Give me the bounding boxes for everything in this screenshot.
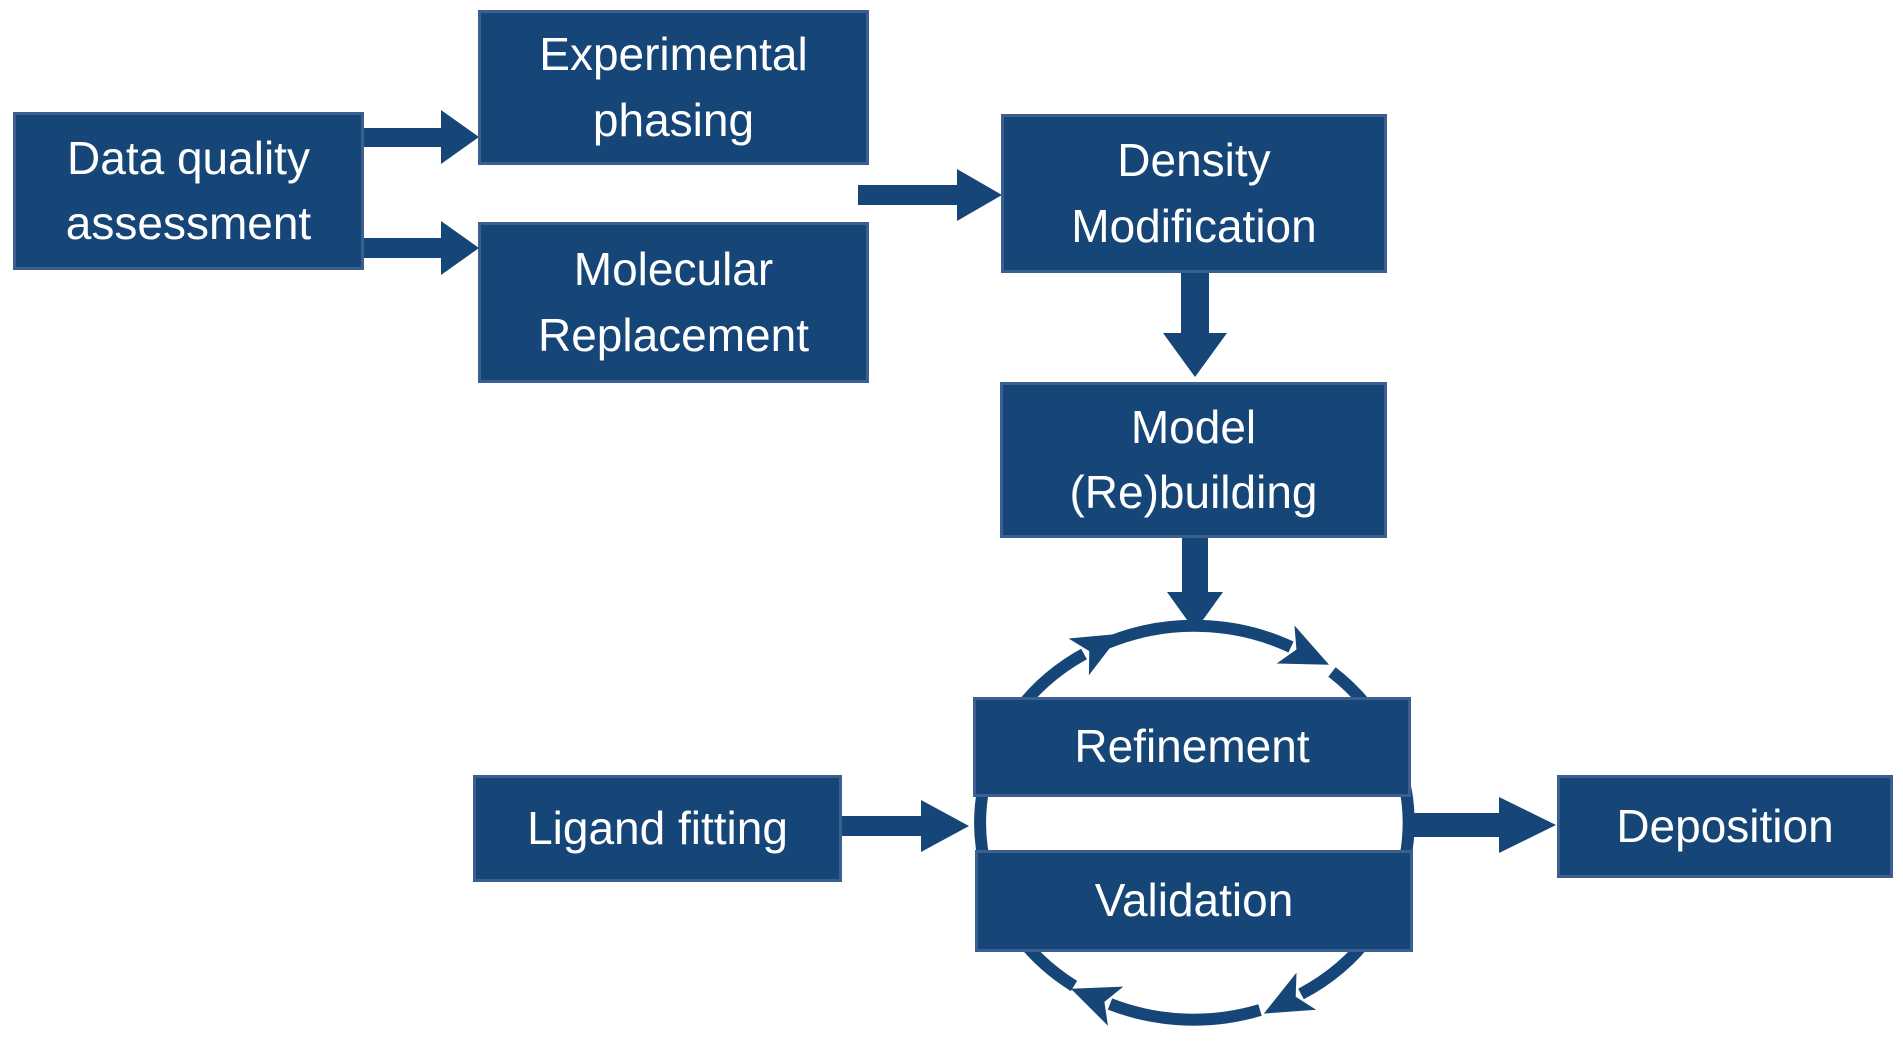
- box-label-line: Modification: [1071, 199, 1317, 252]
- box-label-line: assessment: [65, 197, 312, 249]
- arrow-cycle-to-deposition: [1404, 797, 1556, 853]
- box-ligand-fitting: Ligand fitting: [473, 775, 842, 882]
- box-label-line: Ligand fitting: [527, 801, 788, 854]
- box-data-quality-assessment: Data quality assessment: [13, 112, 364, 270]
- box-label-line: phasing: [592, 93, 755, 146]
- box-label-line: Molecular: [573, 243, 774, 296]
- box-label-line: Refinement: [1074, 720, 1310, 773]
- box-molecular-replacement: Molecular Replacement: [478, 222, 869, 383]
- box-label-line: Experimental: [539, 28, 808, 81]
- cycle-arc-bottom: [1070, 986, 1262, 1026]
- box-label-line: Replacement: [537, 308, 810, 361]
- box-model-rebuilding: Model (Re)building: [1000, 382, 1387, 538]
- box-density-modification: Density Modification: [1001, 114, 1387, 273]
- arrow-model-rebuilding-to-cycle: [1167, 537, 1223, 631]
- cycle-arc-top: [1104, 619, 1330, 665]
- box-label-line: Deposition: [1616, 799, 1834, 852]
- box-experimental-phasing: Experimental phasing: [478, 10, 869, 165]
- box-validation: Validation: [975, 850, 1413, 952]
- box-label-line: Density: [1117, 134, 1271, 187]
- box-deposition: Deposition: [1557, 775, 1893, 878]
- box-label-line: Model: [1130, 400, 1257, 453]
- arrow-phasing-to-density-modification: [858, 169, 1002, 221]
- arrow-dqa-to-experimental-phasing: [364, 110, 479, 164]
- box-label-line: Data quality: [67, 131, 310, 184]
- arrow-ligand-fitting-to-cycle: [841, 800, 969, 852]
- arrow-density-modification-to-model-rebuilding: [1163, 272, 1227, 377]
- box-refinement: Refinement: [973, 697, 1411, 797]
- box-label-line: Validation: [1094, 874, 1294, 927]
- arrow-dqa-to-molecular-replacement: [364, 221, 479, 275]
- box-label-line: (Re)building: [1069, 466, 1318, 518]
